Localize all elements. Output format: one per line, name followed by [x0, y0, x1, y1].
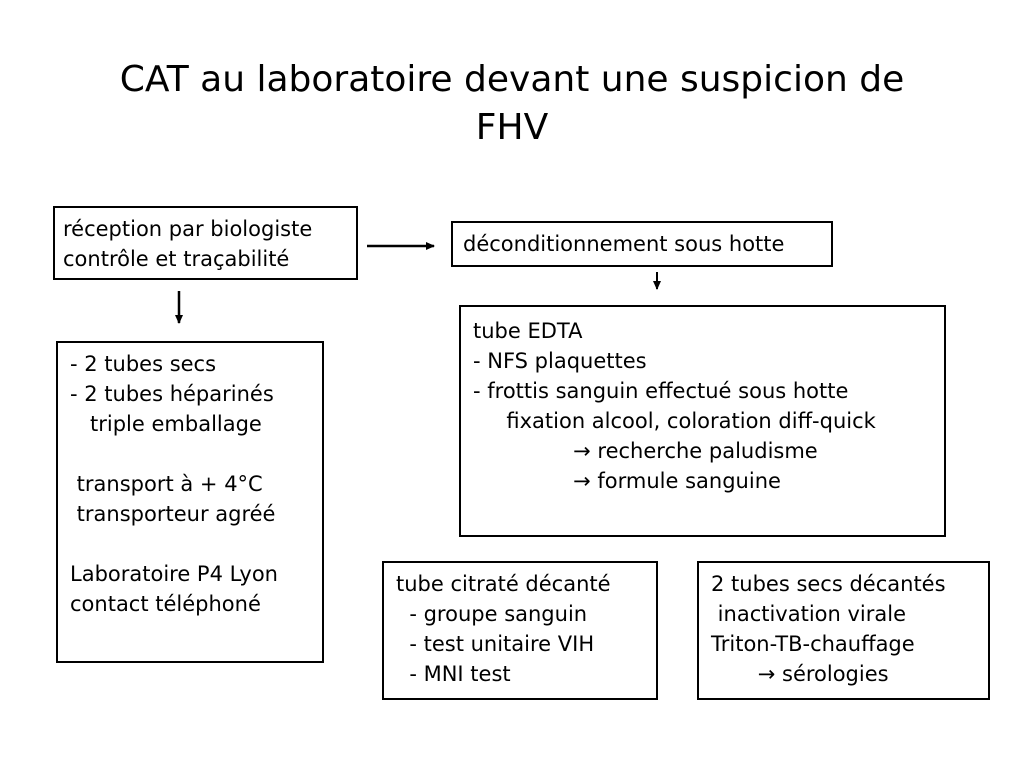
edta-line: fixation alcool, coloration diff-quick: [473, 409, 876, 433]
edta-box: tube EDTA - NFS plaquettes - frottis san…: [459, 305, 946, 537]
citrate-box: tube citraté décanté - groupe sanguin - …: [382, 561, 658, 700]
page-title: CAT au laboratoire devant une suspicion …: [62, 56, 962, 152]
edta-line: → recherche paludisme: [473, 439, 818, 463]
secs-box: 2 tubes secs décantés inactivation viral…: [697, 561, 990, 700]
citrate-line: tube citraté décanté: [396, 572, 611, 596]
transport-line: transport à + 4°C: [70, 472, 263, 496]
citrate-line: - MNI test: [396, 662, 511, 686]
title-line-1: CAT au laboratoire devant une suspicion …: [119, 59, 905, 100]
edta-line: - NFS plaquettes: [473, 349, 647, 373]
transport-line: contact téléphoné: [70, 592, 261, 616]
transport-box: - 2 tubes secs - 2 tubes héparinés tripl…: [56, 341, 324, 663]
transport-line: triple emballage: [70, 412, 262, 436]
transport-line: Laboratoire P4 Lyon: [70, 562, 278, 586]
title-line-2: FHV: [475, 107, 549, 148]
secs-line: inactivation virale: [711, 602, 907, 626]
deconditionnement-line: déconditionnement sous hotte: [463, 232, 785, 256]
reception-box: réception par biologiste contrôle et tra…: [53, 206, 358, 280]
reception-line: réception par biologiste: [63, 217, 313, 241]
secs-line: 2 tubes secs décantés: [711, 572, 946, 596]
transport-line: [70, 439, 322, 469]
edta-line: - frottis sanguin effectué sous hotte: [473, 379, 849, 403]
edta-line: tube EDTA: [473, 319, 583, 343]
deconditionnement-box: déconditionnement sous hotte: [451, 221, 833, 267]
secs-line: → sérologies: [711, 662, 889, 686]
reception-line: contrôle et traçabilité: [63, 247, 290, 271]
citrate-line: - groupe sanguin: [396, 602, 588, 626]
transport-line: - 2 tubes secs: [70, 352, 217, 376]
transport-line: - 2 tubes héparinés: [70, 382, 274, 406]
citrate-line: - test unitaire VIH: [396, 632, 595, 656]
secs-line: Triton-TB-chauffage: [711, 632, 915, 656]
transport-line: [70, 529, 322, 559]
transport-line: transporteur agréé: [70, 502, 276, 526]
edta-line: → formule sanguine: [473, 469, 781, 493]
